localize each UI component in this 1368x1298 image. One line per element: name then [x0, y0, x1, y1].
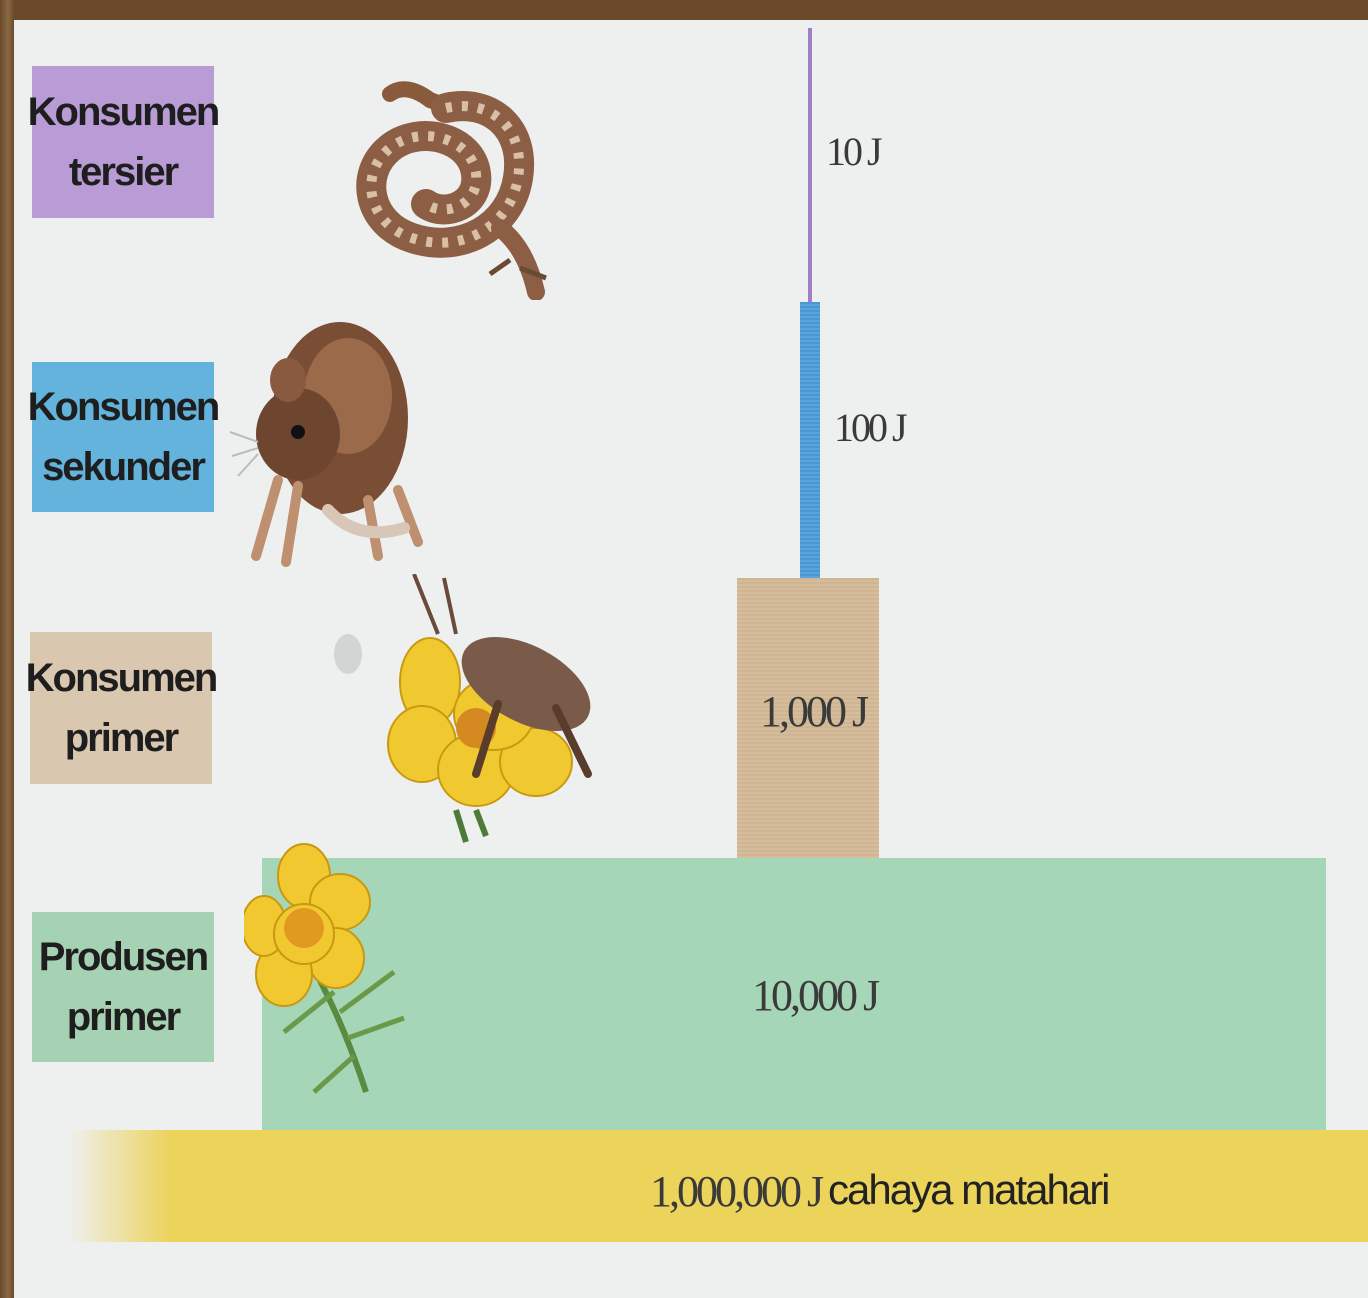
snake-icon [350, 78, 580, 300]
mouse-icon [228, 310, 428, 568]
tertiary-consumer-energy-bar [808, 28, 812, 302]
producer-energy-value: 10,000 J [752, 970, 877, 1021]
label-konsumen-sekunder: Konsumen sekunder [32, 362, 214, 512]
secondary-consumer-energy-bar [800, 302, 820, 578]
label-konsumen-primer: Konsumen primer [30, 632, 212, 784]
grasshopper-on-flower-icon [326, 574, 602, 844]
label-produsen-primer: Produsen primer [32, 912, 214, 1062]
sunlight-label: cahaya matahari [828, 1166, 1109, 1214]
yellow-flower-icon [244, 842, 420, 1104]
primary-energy-value: 1,000 J [760, 686, 866, 737]
tertiary-energy-value: 10 J [826, 128, 880, 175]
sunlight-energy-value: 1,000,000 J [650, 1166, 821, 1217]
label-konsumen-tersier: Konsumen tersier [32, 66, 214, 218]
secondary-energy-value: 100 J [834, 404, 905, 451]
